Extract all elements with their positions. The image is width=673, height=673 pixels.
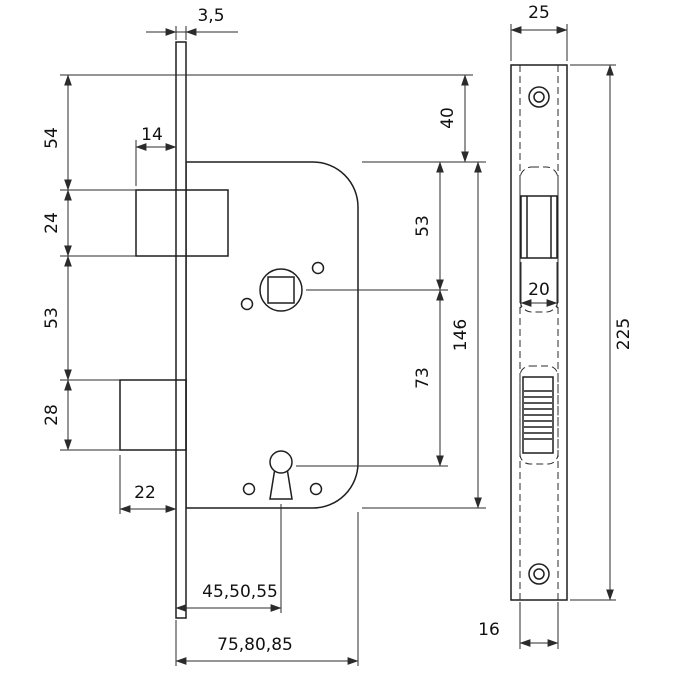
dim-53b-label: 53 bbox=[413, 215, 433, 237]
keyhole bbox=[269, 450, 293, 474]
dim-73-label: 73 bbox=[413, 367, 433, 389]
fixing-hole bbox=[242, 482, 256, 496]
dim-225-label: 225 bbox=[614, 318, 634, 350]
spindle-square bbox=[267, 276, 295, 304]
dim-54-label: 54 bbox=[42, 127, 62, 149]
screw-hole-top bbox=[528, 86, 550, 108]
left-view-dimensions: 54 24 53 28 3,5 14 22 40 53 73 146 bbox=[42, 6, 486, 666]
deadbolt-ridges bbox=[524, 390, 552, 440]
fixing-hole bbox=[311, 261, 325, 275]
fixing-hole bbox=[309, 482, 323, 496]
dim-24-label: 24 bbox=[42, 212, 62, 234]
latch-bolt bbox=[135, 189, 229, 257]
dim-28-label: 28 bbox=[42, 404, 62, 426]
dim-25-label: 25 bbox=[528, 3, 550, 23]
screw-hole-bottom bbox=[528, 563, 550, 585]
dim-146-label: 146 bbox=[451, 319, 471, 351]
latch-cutout bbox=[519, 166, 559, 313]
faceplate-front bbox=[510, 64, 568, 601]
faceplate-dimensions: 25 20 225 16 bbox=[478, 3, 634, 649]
dim-backset-label: 45,50,55 bbox=[202, 582, 278, 602]
dim-40-label: 40 bbox=[438, 107, 458, 129]
screw-hole-top-inner bbox=[533, 91, 545, 103]
deadbolt bbox=[119, 379, 187, 451]
deadbolt-cutout bbox=[519, 365, 559, 465]
dim-22-label: 22 bbox=[134, 483, 156, 503]
dim-16-label: 16 bbox=[478, 620, 500, 640]
lock-body-view bbox=[119, 41, 359, 619]
dim-53-label: 53 bbox=[42, 307, 62, 329]
fixing-hole bbox=[240, 297, 254, 311]
faceplate-view bbox=[510, 64, 568, 601]
lock-case bbox=[185, 161, 359, 509]
screw-hole-bottom-inner bbox=[533, 568, 545, 580]
dim-3-5-label: 3,5 bbox=[197, 6, 224, 26]
dim-depth-label: 75,80,85 bbox=[217, 635, 293, 655]
dim-20-label: 20 bbox=[528, 280, 550, 300]
faceplate bbox=[175, 41, 187, 619]
dim-14-label: 14 bbox=[141, 125, 163, 145]
